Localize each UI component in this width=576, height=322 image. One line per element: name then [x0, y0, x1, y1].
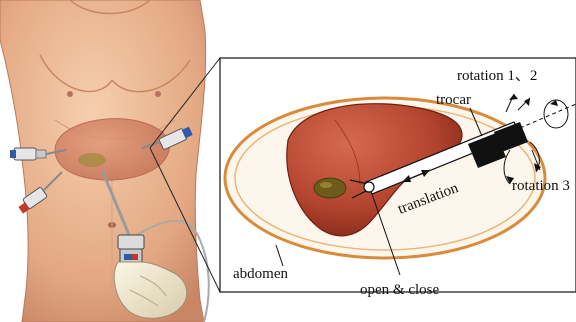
label-rotation-1-2: rotation 1、2 [457, 68, 537, 84]
gallbladder-icon [314, 178, 346, 198]
label-abdomen: abdomen [233, 266, 288, 282]
label-open-close: open & close [360, 282, 439, 298]
small-liver-icon [55, 119, 169, 180]
label-rotation-3: rotation 3 [512, 178, 570, 194]
label-trocar: trocar [436, 92, 471, 108]
